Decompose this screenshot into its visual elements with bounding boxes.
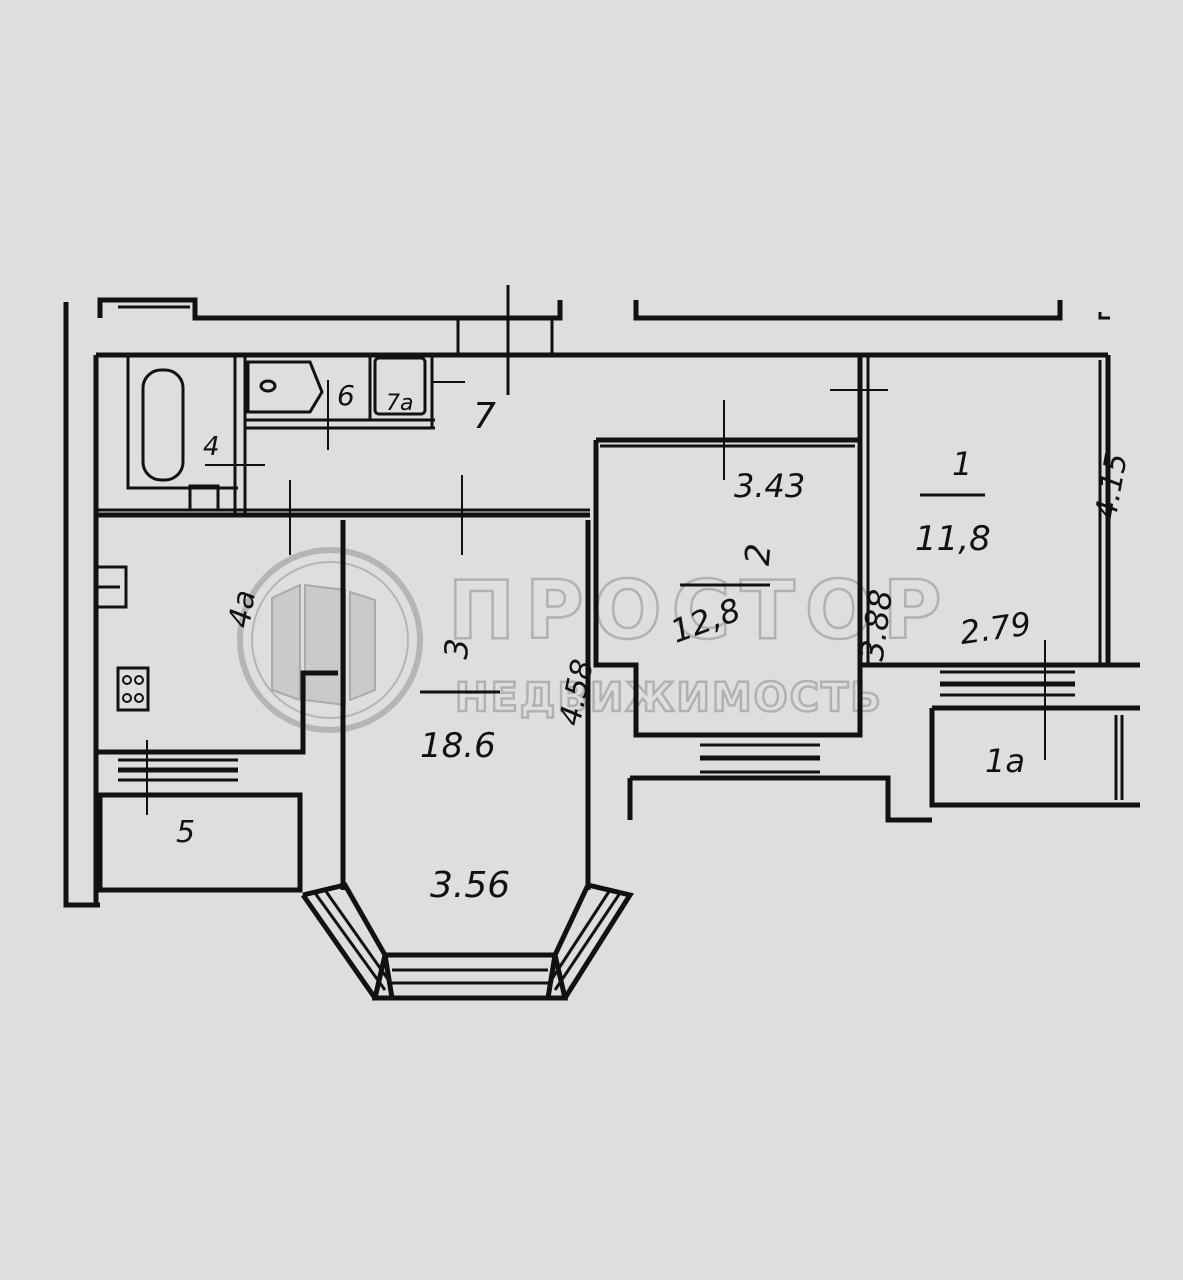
room-5-label: 4 xyxy=(203,432,220,462)
room-2-number: 2 xyxy=(738,542,780,567)
watermark-line2: НЕДВИЖИМОСТЬ xyxy=(455,675,883,721)
room-1-width: 2.79 xyxy=(958,604,1034,652)
room-7a-label: 7а xyxy=(386,391,413,416)
room-1-area: 11,8 xyxy=(915,519,991,559)
room-2-bedroom xyxy=(593,355,932,823)
room-6-wc xyxy=(245,355,465,450)
room-6-label: 6 xyxy=(337,379,355,412)
room-3-number: 3 xyxy=(437,637,477,661)
room-3-width: 3.56 xyxy=(430,865,510,906)
room-1-number: 1 xyxy=(952,445,972,483)
room-7-label: 7 xyxy=(473,396,496,437)
room-1a-label: 1а xyxy=(985,742,1025,780)
room-3-area: 18.6 xyxy=(420,726,496,766)
room-4-label: 4а xyxy=(222,587,263,630)
room-1-bedroom xyxy=(860,355,1140,808)
bay-window xyxy=(300,882,634,1001)
room-4a-label: 5 xyxy=(176,815,195,850)
exterior-walls xyxy=(63,285,1110,908)
room-5-bathroom xyxy=(93,355,265,905)
room-2-width: 3.43 xyxy=(734,467,805,505)
room-1-depth: 4.15 xyxy=(1089,451,1135,523)
interior-walls xyxy=(94,475,591,893)
watermark-logo-icon xyxy=(237,547,423,733)
